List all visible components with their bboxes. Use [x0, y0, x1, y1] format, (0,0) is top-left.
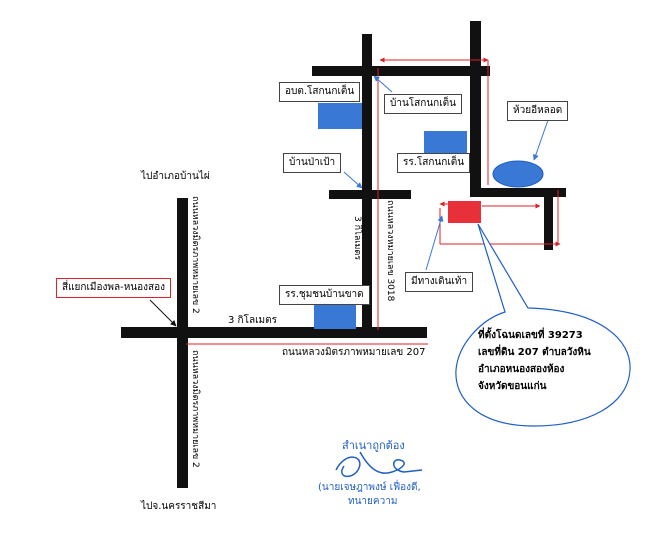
parcel-info: ที่ตั้งโฉนดเลขที่ 39273 เลขที่ดิน 207 ตำ…: [478, 327, 591, 395]
label-footpath: มีทางเดินเท้า: [405, 272, 474, 292]
arrow-junction: [149, 299, 177, 327]
label-highway-2-lower: ถนนหลวงมิตรภาพหมายเลข 2: [190, 350, 200, 468]
parcel-marker: [448, 201, 481, 223]
parcel-road-h: [470, 188, 566, 197]
label-distance-north: 3 กิโลเมตร: [352, 216, 362, 261]
label-to-ban-phai: ไปอำเภอบ้านไผ่: [141, 171, 210, 182]
signature: [335, 451, 423, 478]
certification-role: ทนายความ: [348, 496, 398, 507]
label-to-nakhon-ratchasima: ไปจ.นครราชสีมา: [141, 501, 217, 512]
north-road: [312, 66, 490, 76]
parcel-road-v: [544, 188, 553, 250]
label-distance-west: 3 กิโลเมตร: [228, 315, 277, 326]
label-school-sok-nok-ten: รร.โสกนกเต็น: [397, 153, 471, 173]
arrow-footpath: [425, 215, 444, 271]
arrow-huai-i-lot: [532, 119, 549, 161]
parcel-deed-number: ที่ตั้งโฉนดเลขที่ 39273: [478, 330, 583, 341]
obt-building: [318, 103, 362, 129]
label-ban-sok-nok-ten: บ้านโสกนกเต็น: [384, 94, 462, 114]
label-junction: สี่แยกเมืองพล-หนองสอง: [56, 278, 171, 298]
arrow-ban-pa-pao: [343, 171, 363, 189]
label-ban-pa-pao: บ้านป่าเป้า: [283, 153, 342, 173]
east-vertical-road: [470, 21, 481, 195]
highway-3018-road: [362, 34, 372, 334]
label-huai-i-lot: ห้วยอีหลอด: [507, 101, 569, 121]
school-ban-khat-building: [314, 304, 356, 329]
parcel-district: อำเภอหนองสองห้อง: [478, 364, 565, 375]
certification-name: (นายเจษฎาพงษ์ เฟื่องดี,: [318, 482, 421, 493]
highway-2-road: [177, 198, 188, 488]
parcel-callout-bubble: [455, 223, 631, 427]
arrow-ban-sok-nok-ten: [373, 75, 393, 93]
label-highway-2-upper: ถนนหลวงมิตรภาพหมายเลข 2: [190, 196, 200, 314]
label-obt: อบต.โสกนกเต็น: [279, 82, 361, 102]
huai-i-lot-pond: [492, 160, 544, 188]
label-highway-3018: ถนนหลวงหมายเลข 3018: [385, 200, 395, 302]
branch-road: [329, 190, 411, 199]
parcel-land-number: เลขที่ดิน 207 ตำบลวังหิน: [478, 347, 591, 358]
school-sok-nok-ten-building: [424, 131, 467, 156]
label-school-ban-khat: รร.ชุมชนบ้านขาด: [279, 285, 370, 305]
highway-207-road: [121, 327, 427, 338]
boundary-lines: [186, 57, 561, 345]
parcel-province: จังหวัดขอนแก่น: [478, 381, 547, 392]
label-highway-207: ถนนหลวงมิตรภาพหมายเลข 207: [282, 347, 426, 358]
certification-title: สำเนาถูกต้อง: [342, 439, 405, 452]
